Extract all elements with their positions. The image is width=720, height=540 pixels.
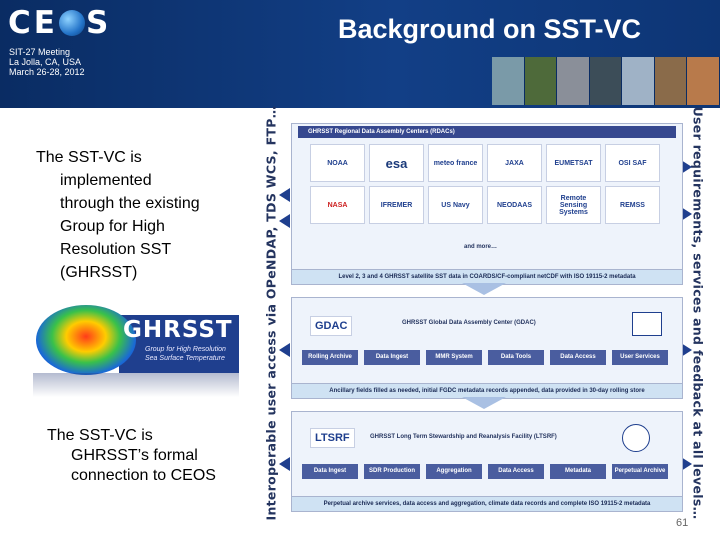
logo-text-right: S <box>85 5 112 41</box>
logo-text-left: CE <box>8 5 58 41</box>
right-arrow-icon <box>681 343 692 357</box>
slide-title: Background on SST-VC <box>338 14 642 44</box>
thumbnail-image <box>524 57 558 105</box>
sst-map-icon <box>36 305 136 375</box>
meeting-dates: March 26-28, 2012 <box>9 67 85 77</box>
ghrsst-logo: GHRSST Group for High Resolution Sea Sur… <box>33 305 239 397</box>
user-requirements-text: User requirements, services and feedback… <box>690 106 706 520</box>
ifremer-logo: IFREMER <box>369 186 424 224</box>
ltsrf-service-box: Aggregation <box>426 464 482 479</box>
ltsrf-service-box: Data Ingest <box>302 464 358 479</box>
left-arrow-icon <box>279 188 290 202</box>
connection-line: connection to CEOS <box>71 467 216 484</box>
gdac-service-box: Data Access <box>550 350 606 365</box>
connection-line: GHRSST’s formal <box>71 447 198 464</box>
intro-line: through the existing <box>60 195 200 212</box>
meeting-info: SIT-27 Meeting La Jolla, CA, USA March 2… <box>9 47 85 77</box>
ltsrf-banner: Perpetual archive services, data access … <box>292 496 682 511</box>
right-arrow-icon <box>681 457 692 471</box>
rdac-logo-grid: NOAA esa meteo france JAXA EUMETSAT OSI … <box>310 144 660 224</box>
gdac-service-box: User Services <box>612 350 668 365</box>
osi-saf-logo: OSI SAF <box>605 144 660 182</box>
ceos-logo: CE S <box>8 5 111 41</box>
ghrsst-logo-subtitle: Group for High Resolution Sea Surface Te… <box>145 345 226 363</box>
gdac-services-row: Rolling Archive Data Ingest MMR System D… <box>302 350 668 365</box>
thumbnail-image <box>492 57 525 105</box>
gdac-panel-title: GHRSST Global Data Assembly Center (GDAC… <box>402 320 536 326</box>
ghrsst-logo-background <box>119 315 239 373</box>
intro-line: implemented <box>60 172 152 189</box>
remote-sensing-systems-logo: Remote Sensing Systems <box>546 186 601 224</box>
down-arrow-icon <box>462 397 506 409</box>
ltsrf-panel: LTSRF GHRSST Long Term Stewardship and R… <box>291 411 683 512</box>
logo-reflection <box>33 373 239 397</box>
gdac-banner: Ancillary fields filled as needed, initi… <box>292 383 682 398</box>
ceos-connection-text: The SST-VC is GHRSST’s formal connection… <box>47 426 247 486</box>
ltsrf-service-box: Metadata <box>550 464 606 479</box>
intro-text: The SST-VC is implemented through the ex… <box>36 146 236 284</box>
eumetsat-logo: EUMETSAT <box>546 144 601 182</box>
gdac-service-box: Data Tools <box>488 350 544 365</box>
gdac-logo: GDAC <box>310 316 353 336</box>
ltsrf-service-box: Perpetual Archive <box>612 464 668 479</box>
right-arrow-icon <box>681 160 692 174</box>
image-strip <box>492 57 720 105</box>
connection-line: The SST-VC is <box>47 427 153 444</box>
intro-line: Resolution SST <box>60 241 172 258</box>
intro-line: The SST-VC is <box>36 149 142 166</box>
ltsrf-service-box: Data Access <box>488 464 544 479</box>
meeting-location: La Jolla, CA, USA <box>9 57 82 67</box>
noaa-logo: NOAA <box>310 144 365 182</box>
ltsrf-logo: LTSRF <box>310 428 355 448</box>
rdac-banner: Level 2, 3 and 4 GHRSST satellite SST da… <box>292 269 682 284</box>
meeting-name: SIT-27 Meeting <box>9 47 71 57</box>
neodaas-logo: NEODAAS <box>487 186 542 224</box>
user-access-label: Interoperable user access via OPeNDAP, T… <box>259 106 283 521</box>
slide-header: CE S SIT-27 Meeting La Jolla, CA, USA Mar… <box>0 0 720 108</box>
left-arrow-icon <box>279 457 290 471</box>
noaa-seal-icon <box>622 424 650 452</box>
left-arrow-icon <box>279 343 290 357</box>
thumbnail-image <box>589 57 623 105</box>
thumbnail-image <box>654 57 688 105</box>
ltsrf-panel-title: GHRSST Long Term Stewardship and Reanaly… <box>370 434 557 440</box>
nasa-logo: NASA <box>310 186 365 224</box>
ghrsst-subtitle-line: Sea Surface Temperature <box>145 355 225 362</box>
left-arrow-icon <box>279 214 290 228</box>
remss-logo: REMSS <box>605 186 660 224</box>
gdac-service-box: Rolling Archive <box>302 350 358 365</box>
rdac-panel-title: GHRSST Regional Data Assembly Centers (R… <box>298 126 676 138</box>
us-navy-logo: US Navy <box>428 186 483 224</box>
intro-line: Group for High <box>60 218 165 235</box>
ltsrf-service-box: SDR Production <box>364 464 420 479</box>
page-number: 61 <box>676 517 689 529</box>
down-arrow-icon <box>462 283 506 295</box>
jaxa-logo: JAXA <box>487 144 542 182</box>
gdac-panel: GDAC GHRSST Global Data Assembly Center … <box>291 297 683 399</box>
esa-logo: esa <box>369 144 424 182</box>
gdac-service-box: Data Ingest <box>364 350 420 365</box>
thumbnail-image <box>557 57 590 105</box>
podaac-logo <box>632 312 662 336</box>
ghrsst-subtitle-line: Group for High Resolution <box>145 346 226 353</box>
thumbnail-image <box>687 57 720 105</box>
user-access-text: Interoperable user access via OPeNDAP, T… <box>263 105 279 521</box>
user-requirements-label: User requirements, services and feedback… <box>686 107 710 520</box>
intro-line: (GHRSST) <box>60 264 138 281</box>
meteo-france-logo: meteo france <box>428 144 483 182</box>
ltsrf-services-row: Data Ingest SDR Production Aggregation D… <box>302 464 668 479</box>
thumbnail-image <box>622 57 655 105</box>
globe-icon <box>58 10 85 36</box>
ghrsst-logo-name: GHRSST <box>123 317 233 343</box>
right-arrow-icon <box>681 207 692 221</box>
gdac-service-box: MMR System <box>426 350 482 365</box>
rdac-panel: GHRSST Regional Data Assembly Centers (R… <box>291 123 683 285</box>
and-more-label: and more… <box>464 244 498 250</box>
